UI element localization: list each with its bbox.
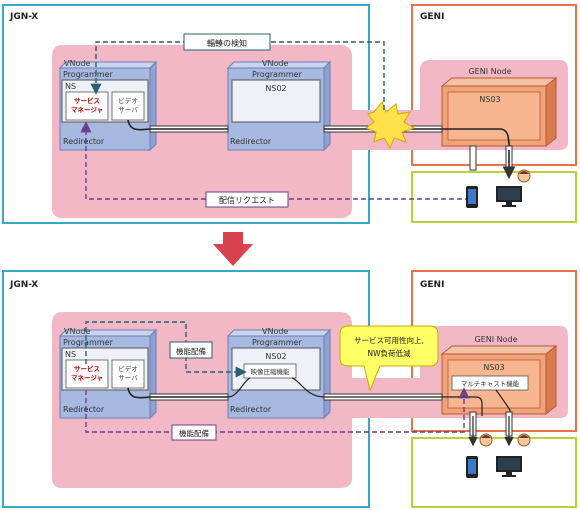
ns-label-bottom: NS xyxy=(65,350,76,359)
service-manager-line2: マネージャ xyxy=(71,106,103,114)
multicast-label: マルチキャスト機能 xyxy=(461,379,520,388)
jgn-title-bottom: JGN-X xyxy=(9,280,38,290)
service-manager-box xyxy=(65,91,109,121)
congestion-burst-icon xyxy=(364,101,416,150)
redirector-left-label-bottom: Redirector xyxy=(63,405,105,414)
ns03-box xyxy=(447,91,541,141)
geni-node-title-bottom: GENI Node xyxy=(474,335,517,344)
speech-line-2: NW負荷低減 xyxy=(367,348,411,358)
vnode-left-bottom: VNode Programmer NS サービス マネージャ ビデオ サーバ R… xyxy=(58,327,158,420)
deploy-path-ns02 xyxy=(85,321,247,378)
ns-label: NS xyxy=(65,82,76,91)
programmer-label-right: Programmer xyxy=(252,70,302,79)
top-panel: JGN-X GENI VNode Programmer NS サービス マネージ… xyxy=(2,4,577,224)
video-server-line1: ビデオ xyxy=(118,96,138,105)
ns02-label: NS02 xyxy=(265,84,286,93)
service-manager-line1: サービス xyxy=(74,96,100,105)
programmer-label-left: Programmer xyxy=(63,70,113,79)
smartphone-icon xyxy=(466,186,478,208)
video-server-line2: サーバ xyxy=(118,106,138,114)
video-server-line1-bottom: ビデオ xyxy=(118,364,138,373)
deploy-callout-box-2 xyxy=(171,424,217,441)
speech-line-1: サービス可用性向上, xyxy=(354,335,424,345)
vnode-left-title-bottom: VNode xyxy=(64,327,90,336)
geni-node-title: GENI Node xyxy=(468,67,511,76)
geni-title-bottom: GENI xyxy=(420,280,444,290)
congestion-callout-box xyxy=(183,33,271,51)
user-face-icon-bottom-left xyxy=(479,433,493,447)
vnode-left-title: VNode xyxy=(64,59,90,68)
request-callout-box xyxy=(205,191,289,208)
multicast-box xyxy=(451,375,529,391)
deploy-path-ns03 xyxy=(85,387,470,433)
vnode-right-top: VNode Programmer NS02 Redirector xyxy=(226,59,332,152)
video-server-box-bottom xyxy=(111,359,145,389)
geni-node-bottom: GENI Node NS03 マルチキャスト機能 xyxy=(440,335,558,416)
user-frame-top xyxy=(411,171,577,223)
service-manager-line1-bottom: サービス xyxy=(74,364,100,373)
vnode-left-top: VNode Programmer NS サービス マネージャ ビデオ サーバ R… xyxy=(58,59,158,152)
deploy-callout-text-1: 機能配備 xyxy=(176,346,206,356)
request-path xyxy=(80,121,470,200)
transition-arrow-icon xyxy=(213,232,253,266)
deploy-callout-box-1 xyxy=(169,341,213,359)
speech-bubble xyxy=(339,325,439,392)
jgn-title-top: JGN-X xyxy=(9,12,38,22)
ns03-label-bottom: NS03 xyxy=(483,363,504,372)
monitor-icon xyxy=(496,186,522,207)
ns03-label: NS03 xyxy=(479,95,500,104)
service-manager-box-bottom xyxy=(65,359,109,389)
video-server-line2-bottom: サーバ xyxy=(118,374,138,382)
redirector-right-label: Redirector xyxy=(230,137,272,146)
ns02-label-bottom: NS02 xyxy=(265,352,286,361)
redirector-left-label: Redirector xyxy=(63,137,105,146)
geni-node-top: GENI Node NS03 xyxy=(440,67,558,148)
user-face-icon-bottom-right xyxy=(517,433,531,447)
compression-label: 映像圧縮機能 xyxy=(251,367,291,376)
service-manager-line2-bottom: マネージャ xyxy=(71,374,103,382)
request-callout-text: 配信リクエスト xyxy=(219,195,275,205)
monitor-icon-bottom xyxy=(496,456,522,477)
vnode-right-title: VNode xyxy=(262,59,288,68)
deploy-callout-text-2: 機能配備 xyxy=(179,428,209,438)
smartphone-icon-bottom xyxy=(466,456,478,478)
geni-frame-top xyxy=(411,4,577,166)
bottom-panel: JGN-X GENI VNode Programmer NS サービス マネージ… xyxy=(2,270,577,508)
geni-title-top: GENI xyxy=(420,12,444,22)
tube-links-bottom xyxy=(127,377,514,447)
video-server-box xyxy=(111,91,145,121)
ns02-box xyxy=(231,79,321,123)
redirector-right-label-bottom: Redirector xyxy=(230,405,272,414)
vnode-right-title-bottom: VNode xyxy=(262,327,288,336)
user-frame-bottom xyxy=(411,437,577,508)
programmer-label-right-bottom: Programmer xyxy=(252,338,302,347)
user-face-icon xyxy=(517,169,531,183)
congestion-callout-text: 輻輳の検知 xyxy=(207,38,247,48)
programmer-label-left-bottom: Programmer xyxy=(63,338,113,347)
